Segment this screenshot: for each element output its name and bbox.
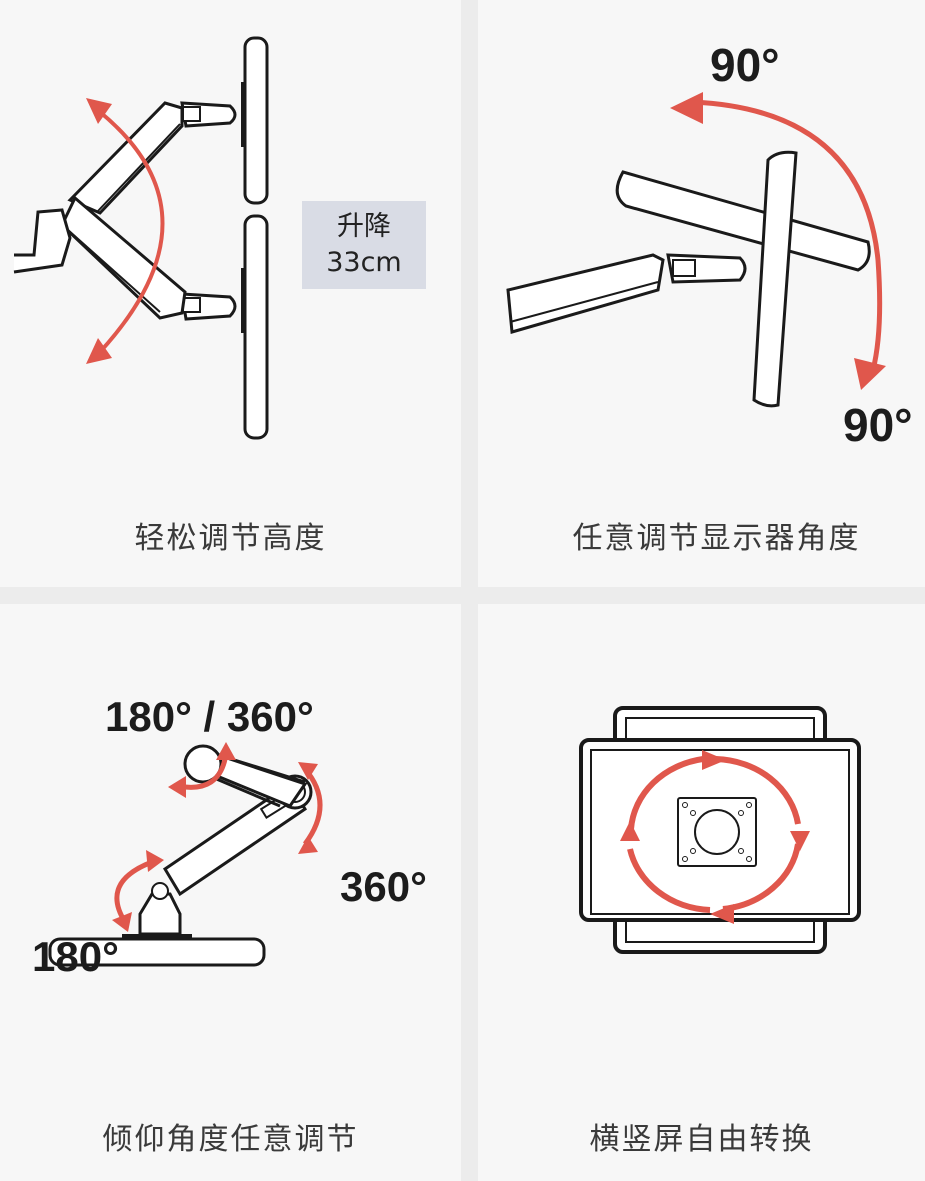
caption-tilt-angle: 倾仰角度任意调节: [102, 1122, 359, 1157]
angle-label-bottom: 90°: [843, 399, 913, 451]
monitor-swivel-icon: [506, 92, 886, 408]
rotate-landscape-portrait-icon: [579, 706, 861, 954]
angle-label-top: 90°: [710, 39, 780, 91]
caption-monitor-angle: 任意调节显示器角度: [572, 521, 861, 556]
tilt-arm-icon: [48, 742, 323, 967]
panel-rotate-screen: 横竖屏自由转换: [478, 604, 925, 1181]
badge-line-1: 升降: [337, 211, 391, 242]
angle-label-elbow: 360°: [340, 863, 427, 910]
caption-height-adjust: 轻松调节高度: [134, 521, 327, 556]
panel-tilt-angle: 180° / 360° 360° 180° 倾仰角度任意调节: [0, 604, 461, 1181]
angle-label-base: 180°: [32, 933, 119, 980]
angle-label-top-joint: 180° / 360°: [105, 693, 314, 740]
badge-line-2: 33cm: [326, 247, 402, 278]
panel-height-adjust: 升降 33cm 轻松调节高度: [0, 0, 461, 587]
height-adjust-arm-icon: [13, 36, 269, 440]
lift-range-badge: 升降 33cm: [302, 201, 426, 289]
caption-rotate-screen: 横竖屏自由转换: [589, 1122, 814, 1157]
panel-monitor-angle: 90° 90° 任意调节显示器角度: [478, 0, 925, 587]
